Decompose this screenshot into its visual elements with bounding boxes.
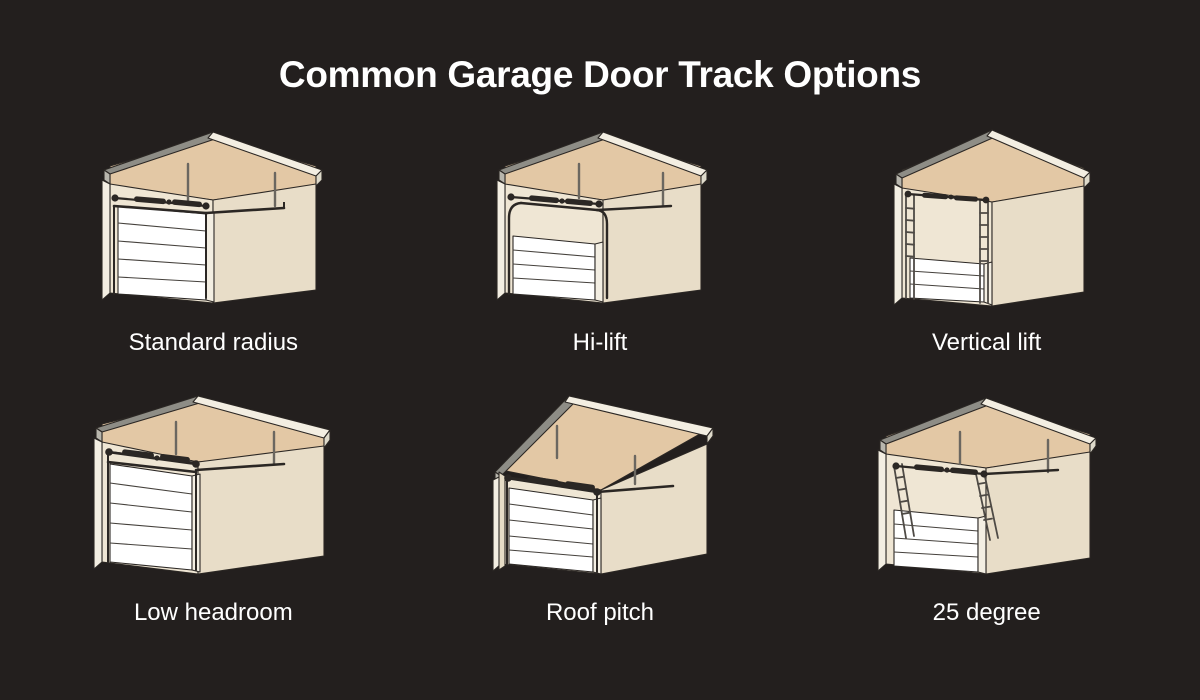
angled-track-right: [974, 471, 999, 541]
figure-grid: Standard radius: [20, 118, 1180, 658]
illustration-25-degree: [862, 388, 1112, 593]
illustration-roof-pitch: [475, 388, 725, 593]
illustration-vertical-lift: [862, 118, 1112, 323]
figure-caption: Hi-lift: [572, 329, 628, 356]
figure-cell-low-headroom[interactable]: Low headroom: [20, 388, 407, 658]
figure-caption: 25 degree: [932, 599, 1041, 626]
torsion-spring-assembly: [507, 193, 603, 208]
angled-track-left: [892, 463, 915, 539]
figure-caption: Standard radius: [128, 329, 299, 356]
torsion-spring-assembly: [904, 190, 990, 204]
figure-cell-vertical-lift[interactable]: Vertical lift: [793, 118, 1180, 388]
figure-caption: Vertical lift: [931, 329, 1042, 356]
hi-lift-svg: [496, 131, 708, 304]
figure-cell-hi-lift[interactable]: Hi-lift: [407, 118, 794, 388]
standard-radius-svg: [101, 131, 323, 304]
vertical-track-left: [904, 193, 915, 300]
illustration-low-headroom: [88, 388, 338, 593]
torsion-spring-assembly: [504, 474, 601, 496]
vertical-lift-svg: [893, 129, 1091, 307]
twentyfive-degree-svg: [877, 397, 1097, 575]
torsion-spring-assembly: [892, 462, 988, 478]
page-title: Common Garage Door Track Options: [278, 54, 922, 95]
roof-pitch-svg: [492, 395, 714, 575]
figure-caption: Low headroom: [133, 599, 293, 626]
figure-cell-25-degree[interactable]: 25 degree: [793, 388, 1180, 658]
torsion-spring-assembly: [105, 448, 201, 468]
figure-caption: Roof pitch: [545, 599, 655, 626]
low-headroom-svg: [93, 395, 331, 575]
vertical-track-right: [978, 199, 989, 304]
figure-cell-roof-pitch[interactable]: Roof pitch: [407, 388, 794, 658]
figure-cell-standard-radius[interactable]: Standard radius: [20, 118, 407, 388]
illustration-hi-lift: [475, 118, 725, 323]
torsion-spring-assembly: [111, 194, 210, 210]
illustration-standard-radius: [88, 118, 338, 323]
